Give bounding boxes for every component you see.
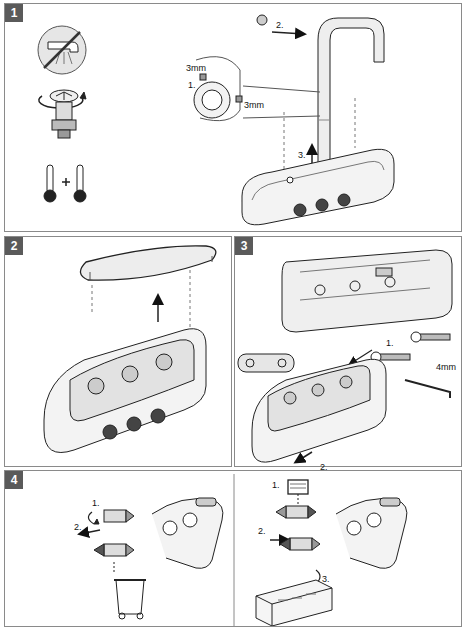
step-panel: 1 bbox=[4, 3, 462, 232]
callout-label: 1. bbox=[386, 338, 394, 348]
callout-label: 3mm bbox=[186, 63, 206, 73]
callout-label: 1. bbox=[272, 480, 280, 490]
step-panel: 2 bbox=[4, 236, 232, 467]
step-panel: 4 bbox=[4, 470, 462, 627]
callout-label: 2. bbox=[74, 522, 82, 532]
callout-label: 3mm bbox=[244, 100, 264, 110]
step-number: 3 bbox=[235, 237, 253, 255]
step-number: 2 bbox=[5, 237, 23, 255]
callout-label: 2. bbox=[258, 526, 266, 536]
step-number: 1 bbox=[5, 4, 23, 22]
callout-label: 3. bbox=[298, 150, 306, 160]
step-panel: 3 bbox=[234, 236, 462, 467]
callout-label: 1. bbox=[92, 498, 100, 508]
callout-label: 4mm bbox=[436, 362, 456, 372]
callout-label: 1. bbox=[188, 80, 196, 90]
callout-label: 2. bbox=[320, 462, 328, 472]
callout-label: 3. bbox=[322, 574, 330, 584]
callout-label: 2. bbox=[276, 20, 284, 30]
step-number: 4 bbox=[5, 471, 23, 489]
